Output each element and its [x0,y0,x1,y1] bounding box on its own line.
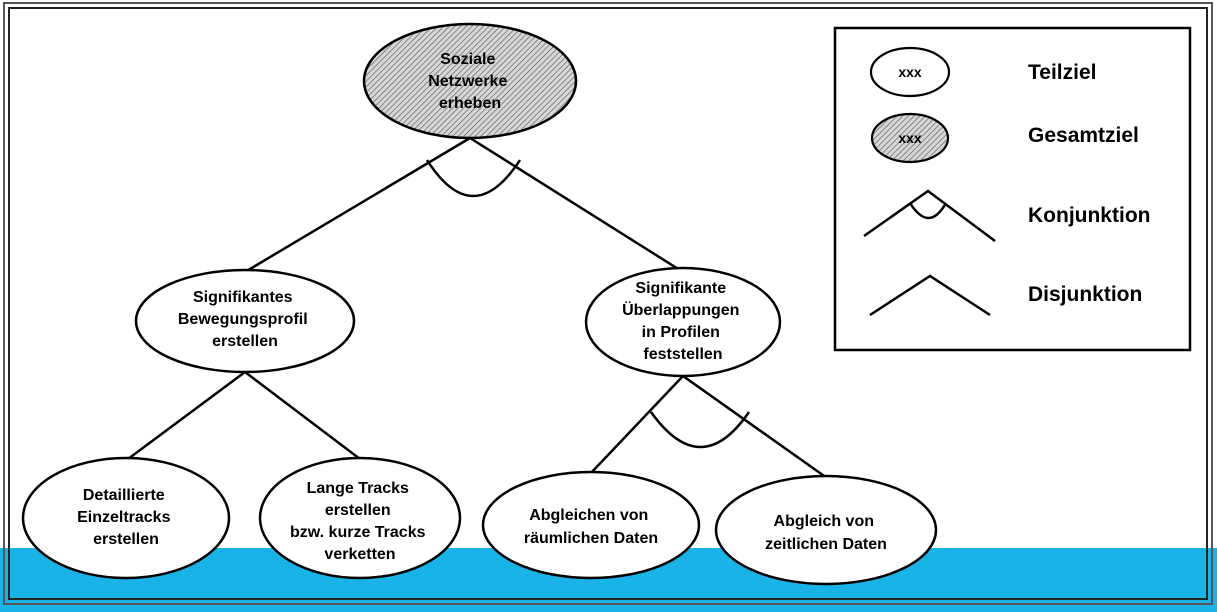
node-profile-line-3: erstellen [212,333,278,350]
node-temporal-line-2: zeitlichen Daten [765,536,887,553]
legend-label-konjunktion: Konjunktion [1028,204,1150,227]
edge-profile-tracks [244,371,361,460]
legend-hatched-ellipse [870,112,950,164]
node-tracks-line-1: Lange Tracks [307,480,409,497]
svg-text:Signifikantes Bewegungsp: Signifikantes Bewegungsprofil erstellen [178,289,312,350]
node-overlap-line-4: feststellen [643,346,722,363]
svg-text:Lange Tracks erstellen: Lange Tracks erstellen bzw. kurze Tracks… [290,480,430,563]
node-profile-line-1: Signifikantes [193,289,293,306]
legend-item-disjunktion [869,274,991,317]
edge-profile-detail [127,370,246,461]
node-root-line-1: Soziale [440,51,495,68]
conjunction-arc-overlap [649,411,751,449]
node-temporal: Abgleich von zeitlichen Daten [714,474,938,586]
edge-root-profile [244,136,471,274]
node-overlap-line-2: Überlappungen [622,300,739,319]
svg-text:Abgleichen von räumliche: Abgleichen von räumlichen Daten [524,507,658,547]
node-root-line-3: erheben [439,95,501,112]
legend-item-teilziel: xxx Teilziel [869,46,1096,98]
inner-frame [8,7,1208,600]
edge-overlap-spatial [589,375,684,475]
legend-label-gesamtziel: Gesamtziel [1028,124,1139,147]
legend: xxx Teilziel xxx Gesamtziel Konjunktion … [833,26,1192,352]
legend-label-teilziel: Teilziel [1028,61,1096,84]
node-temporal-line-1: Abgleich von [774,513,874,530]
edges [127,136,828,480]
node-tracks-line-4: verketten [324,546,395,563]
node-overlap-line-1: Signifikante [635,280,726,297]
svg-text:Soziale Netzwerke: Soziale Netzwerke erheben [428,51,512,112]
legend-label-disjunktion: Disjunktion [1028,283,1142,306]
node-spatial-line-1: Abgleichen von [529,507,648,524]
node-detail-line-3: erstellen [93,531,159,548]
outer-frame [3,2,1213,605]
legend-conjunction-wedge [863,189,996,243]
legend-sample-text-2: xxx [898,130,922,146]
node-overlap: Signifikante Überlappungen in Profilen f… [584,266,782,378]
svg-text:Detaillierte Einzeltrack: Detaillierte Einzeltracks erstellen [77,487,175,548]
legend-plain-ellipse [869,46,951,98]
node-detail-line-2: Einzeltracks [77,509,170,526]
node-detail: Detaillierte Einzeltracks erstellen [21,456,231,580]
conjunction-arc-root [425,159,522,198]
node-root-line-2: Netzwerke [428,73,507,90]
legend-item-konjunktion [863,189,996,243]
node-tracks-line-3: bzw. kurze Tracks [290,524,426,541]
node-profile: Signifikantes Bewegungsprofil erstellen [134,268,356,374]
node-root: Soziale Netzwerke erheben [362,22,578,140]
node-spatial: Abgleichen von räumlichen Daten [481,470,701,580]
svg-text:Abgleich von zeitlichen: Abgleich von zeitlichen Daten [765,513,887,553]
svg-text:Signifikante Überlappung: Signifikante Überlappungen in Profilen f… [622,280,744,363]
node-spatial-line-2: räumlichen Daten [524,530,658,547]
edge-root-overlap [469,136,684,274]
node-detail-line-1: Detaillierte [83,487,165,504]
legend-item-gesamtziel: xxx Gesamtziel [870,112,1139,164]
node-profile-line-2: Bewegungsprofil [178,311,308,328]
node-tracks-line-2: erstellen [325,502,391,519]
edge-overlap-temporal [682,374,828,480]
node-tracks: Lange Tracks erstellen bzw. kurze Tracks… [258,456,462,580]
node-overlap-line-3: in Profilen [642,324,720,341]
legend-sample-text-1: xxx [898,64,922,80]
legend-disjunction-wedge [869,274,991,317]
legend-conjunction-arc [908,202,948,220]
